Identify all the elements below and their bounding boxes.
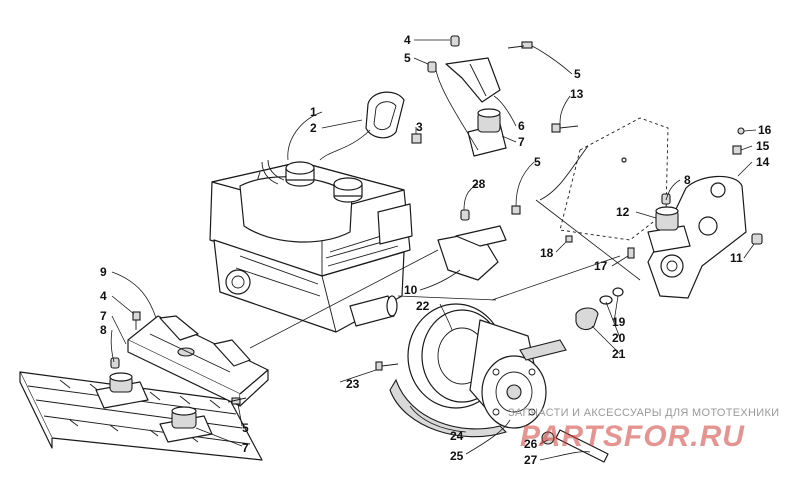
callout-26: 26 bbox=[524, 437, 538, 451]
engine-mount-plate bbox=[127, 315, 269, 407]
watermark: ЗАПЧАСТИ И АКСЕССУАРЫ ДЛЯ МОТОТЕХНИКИ PA… bbox=[508, 407, 779, 453]
fastener-17 bbox=[627, 247, 635, 259]
frame-rail bbox=[19, 371, 263, 461]
bolt-27 bbox=[541, 429, 609, 463]
watermark-logo: PARTSFOR.RU bbox=[520, 420, 745, 453]
callout-21: 21 bbox=[612, 347, 626, 361]
drive-clutch bbox=[407, 303, 547, 429]
callout-8-right: 8 bbox=[684, 173, 691, 187]
callout-13: 13 bbox=[570, 87, 584, 101]
callout-7-top: 7 bbox=[518, 135, 525, 149]
callout-8-left: 8 bbox=[100, 323, 107, 337]
callout-6: 6 bbox=[518, 119, 525, 133]
chain-case-cover bbox=[539, 117, 669, 241]
callout-20: 20 bbox=[612, 331, 626, 345]
callout-17: 17 bbox=[594, 259, 608, 273]
rubber-mount-top bbox=[467, 108, 507, 157]
bolt-13 bbox=[551, 123, 579, 133]
mount-bracket bbox=[437, 205, 521, 281]
engine-bracket-top bbox=[427, 35, 533, 103]
callout-10: 10 bbox=[404, 283, 418, 297]
callout-23: 23 bbox=[346, 377, 360, 391]
callout-5-top-left: 5 bbox=[404, 51, 411, 65]
callout-28: 28 bbox=[472, 177, 486, 191]
callout-3: 3 bbox=[416, 120, 423, 134]
callout-1: 1 bbox=[310, 105, 317, 119]
recoil-handle bbox=[319, 91, 405, 161]
callout-7-bottom: 7 bbox=[242, 441, 249, 455]
bolt-23 bbox=[375, 361, 399, 371]
engine bbox=[209, 159, 413, 333]
callout-labels: 1 2 3 4 5 5 13 6 7 5 28 16 15 14 8 12 18… bbox=[100, 33, 772, 467]
callout-14: 14 bbox=[756, 155, 770, 169]
callout-27: 27 bbox=[524, 453, 538, 467]
leader-lines bbox=[110, 39, 757, 461]
rubber-mount-left-lower bbox=[159, 406, 213, 443]
drive-belt bbox=[389, 339, 567, 438]
callout-9: 9 bbox=[100, 265, 107, 279]
callout-7-left: 7 bbox=[100, 309, 107, 323]
callout-11: 11 bbox=[730, 251, 743, 265]
rubber-mount-left-upper bbox=[95, 372, 149, 409]
callout-15: 15 bbox=[756, 139, 770, 153]
callout-16: 16 bbox=[758, 123, 772, 137]
watermark-caption: ЗАПЧАСТИ И АКСЕССУАРЫ ДЛЯ МОТОТЕХНИКИ bbox=[508, 407, 779, 419]
callout-24: 24 bbox=[450, 429, 464, 443]
callout-5-top-right: 5 bbox=[574, 67, 581, 81]
right-mount-plate bbox=[647, 127, 763, 299]
callout-4-top: 4 bbox=[404, 33, 411, 47]
adjuster-knob bbox=[575, 287, 624, 331]
callout-19: 19 bbox=[612, 315, 626, 329]
rubber-mount-right bbox=[647, 193, 691, 253]
callout-5-mid: 5 bbox=[534, 155, 541, 169]
callout-12: 12 bbox=[616, 205, 630, 219]
callout-2: 2 bbox=[310, 121, 317, 135]
callout-25: 25 bbox=[450, 449, 464, 463]
callout-5-bottom: 5 bbox=[242, 421, 249, 435]
callout-4-left: 4 bbox=[100, 289, 107, 303]
callout-22: 22 bbox=[416, 299, 430, 313]
callout-18: 18 bbox=[540, 246, 554, 260]
fastener-18 bbox=[565, 235, 573, 243]
clip-3 bbox=[411, 133, 422, 144]
fasteners-left bbox=[110, 311, 247, 405]
